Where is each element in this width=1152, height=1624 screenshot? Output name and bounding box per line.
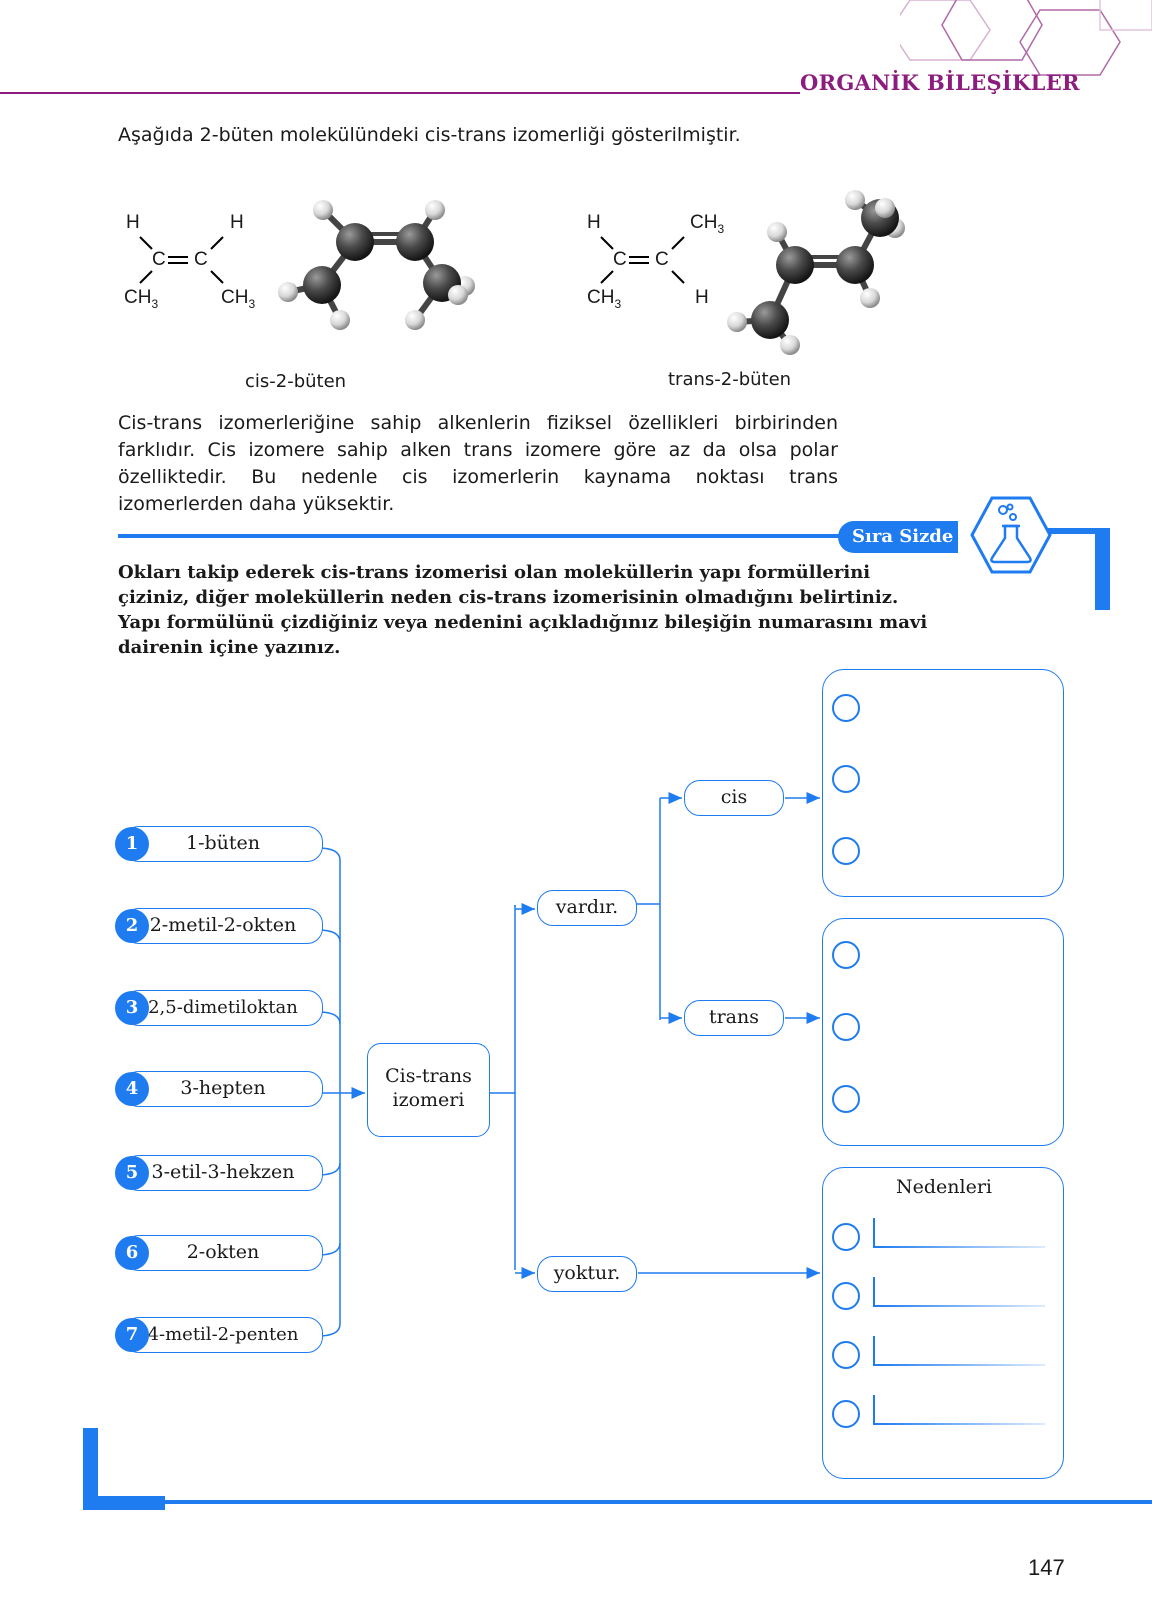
header-line	[0, 92, 800, 94]
cis-caption: cis-2-büten	[245, 371, 347, 392]
answer-circle[interactable]	[832, 941, 860, 969]
reason-line[interactable]	[873, 1395, 1045, 1425]
reason-line[interactable]	[873, 1277, 1045, 1307]
answer-circle[interactable]	[832, 1013, 860, 1041]
answer-circle[interactable]	[832, 1282, 860, 1310]
compound-number: 2	[115, 909, 149, 943]
compound-number: 6	[115, 1236, 149, 1270]
header-title: ORGANİK BİLEŞİKLER	[800, 70, 1080, 95]
decorative-hexagons	[900, 0, 1152, 76]
compound-name: 2,5-dimetiloktan	[123, 990, 323, 1026]
compound-name: 4-metil-2-penten	[123, 1317, 323, 1353]
intro-text: Aşağıda 2-büten molekülündeki cis-trans …	[118, 124, 741, 146]
center-node-label: Cis-trans izomeri	[385, 1065, 472, 1111]
answer-circle[interactable]	[832, 1085, 860, 1113]
compound-name: 2-metil-2-okten	[123, 908, 323, 944]
yes-node: vardır.	[537, 890, 637, 926]
compound-number: 5	[115, 1156, 149, 1190]
sira-sizde-badge: Sıra Sizde	[838, 521, 958, 553]
section-bracket-left	[83, 1428, 98, 1510]
answer-circle[interactable]	[832, 765, 860, 793]
page-number: 147	[1028, 1555, 1065, 1580]
cis-answer-panel	[822, 669, 1064, 897]
task-instructions: Okları takip ederek cis-trans izomerisi …	[118, 562, 928, 658]
compound-name: 3-hepten	[123, 1071, 323, 1107]
answer-circle[interactable]	[832, 1341, 860, 1369]
section-bottom-line	[160, 1500, 1152, 1504]
section-bracket-right	[1095, 528, 1110, 610]
compound-number: 3	[115, 991, 149, 1025]
compound-number: 4	[115, 1072, 149, 1106]
reason-line[interactable]	[873, 1218, 1045, 1248]
answer-circle[interactable]	[832, 1400, 860, 1428]
compound-name: 3-etil-3-hekzen	[123, 1155, 323, 1191]
cis-structural-formula: H H C C CH3 CH3	[124, 212, 256, 311]
section-bracket-top	[1000, 528, 1110, 534]
reasons-panel: Nedenleri	[822, 1167, 1064, 1479]
trans-answer-panel	[822, 918, 1064, 1146]
reason-line[interactable]	[873, 1336, 1045, 1366]
answer-circle[interactable]	[832, 1223, 860, 1251]
cis-node: cis	[684, 780, 784, 816]
answer-circle[interactable]	[832, 837, 860, 865]
compound-number: 7	[115, 1318, 149, 1352]
compound-name: 1-büten	[123, 826, 323, 862]
trans-node: trans	[684, 1000, 784, 1036]
flow-connectors	[317, 792, 820, 1337]
no-node: yoktur.	[537, 1256, 637, 1292]
answer-circle[interactable]	[832, 694, 860, 722]
explanation-text: Cis-trans izomerleriğine sahip alkenleri…	[118, 412, 838, 515]
flask-icon	[970, 496, 1052, 574]
trans-caption: trans-2-büten	[668, 369, 792, 390]
compound-number: 1	[115, 827, 149, 861]
reasons-title: Nedenleri	[896, 1176, 992, 1198]
compound-name: 2-okten	[123, 1235, 323, 1271]
center-node: Cis-trans izomeri	[367, 1043, 490, 1137]
section-divider	[118, 534, 840, 538]
trans-ball-and-stick-model	[727, 190, 905, 355]
cis-ball-and-stick-model	[278, 200, 475, 330]
trans-structural-formula: H CH3 C C CH3 H	[587, 212, 725, 311]
section-bracket-bottom	[83, 1496, 165, 1510]
